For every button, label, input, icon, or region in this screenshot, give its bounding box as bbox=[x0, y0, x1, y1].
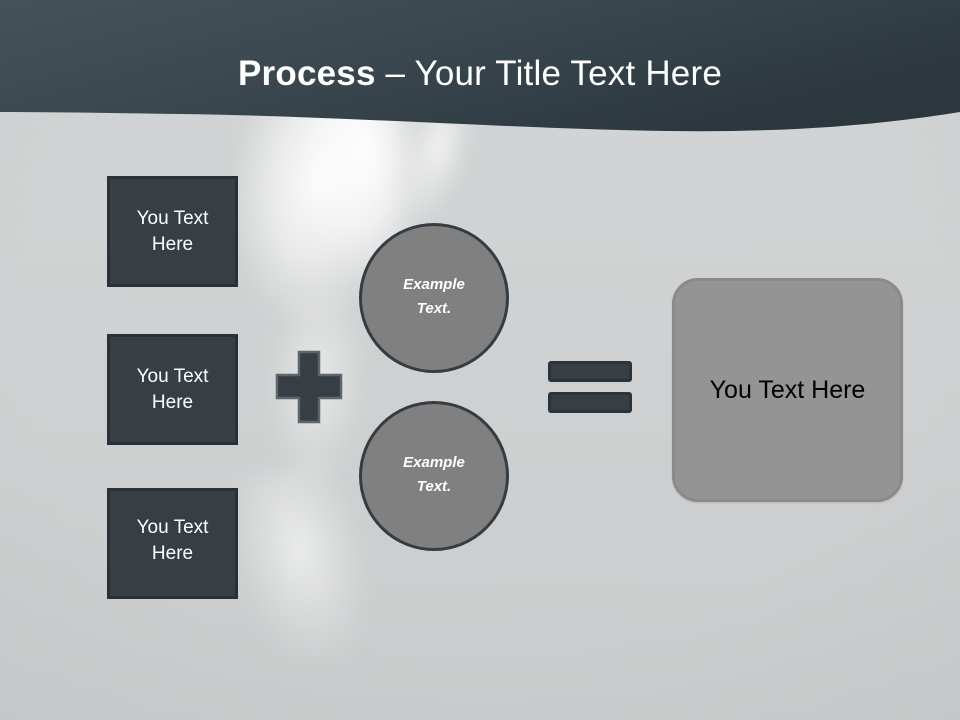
input-box-1-line2: Here bbox=[151, 233, 194, 255]
page-title-rest: – Your Title Text Here bbox=[375, 54, 722, 93]
example-circle-1-line2: Text. bbox=[416, 300, 452, 317]
example-circle-2-line2: Text. bbox=[416, 478, 452, 495]
input-box-1[interactable]: You Text Here bbox=[107, 176, 238, 287]
input-box-2-line1: You Text bbox=[136, 365, 209, 387]
example-circle-1[interactable]: Example Text. bbox=[359, 223, 509, 373]
result-panel[interactable]: You Text Here bbox=[672, 278, 903, 502]
input-box-3-line2: Here bbox=[151, 543, 194, 564]
input-box-2-line2: Here bbox=[151, 391, 194, 413]
banner-shape bbox=[0, 0, 960, 132]
equals-sign-icon bbox=[548, 361, 632, 413]
example-circle-2[interactable]: Example Text. bbox=[359, 401, 509, 551]
page-title-strong: Process bbox=[238, 54, 376, 93]
input-box-1-line1: You Text bbox=[136, 207, 209, 229]
input-box-3[interactable]: You Text Here bbox=[107, 488, 238, 599]
equals-bar-top bbox=[548, 361, 632, 382]
example-circle-2-line1: Example bbox=[403, 454, 465, 471]
title-banner: Process – Your Title Text Here bbox=[0, 0, 960, 140]
equals-bar-bottom bbox=[548, 392, 632, 413]
result-panel-label: You Text Here bbox=[709, 375, 866, 404]
page-title: Process – Your Title Text Here bbox=[0, 52, 960, 96]
input-box-2[interactable]: You Text Here bbox=[107, 334, 238, 445]
input-box-3-line1: You Text bbox=[136, 517, 209, 538]
example-circle-1-line1: Example bbox=[403, 276, 465, 293]
plus-sign-icon bbox=[275, 350, 343, 424]
